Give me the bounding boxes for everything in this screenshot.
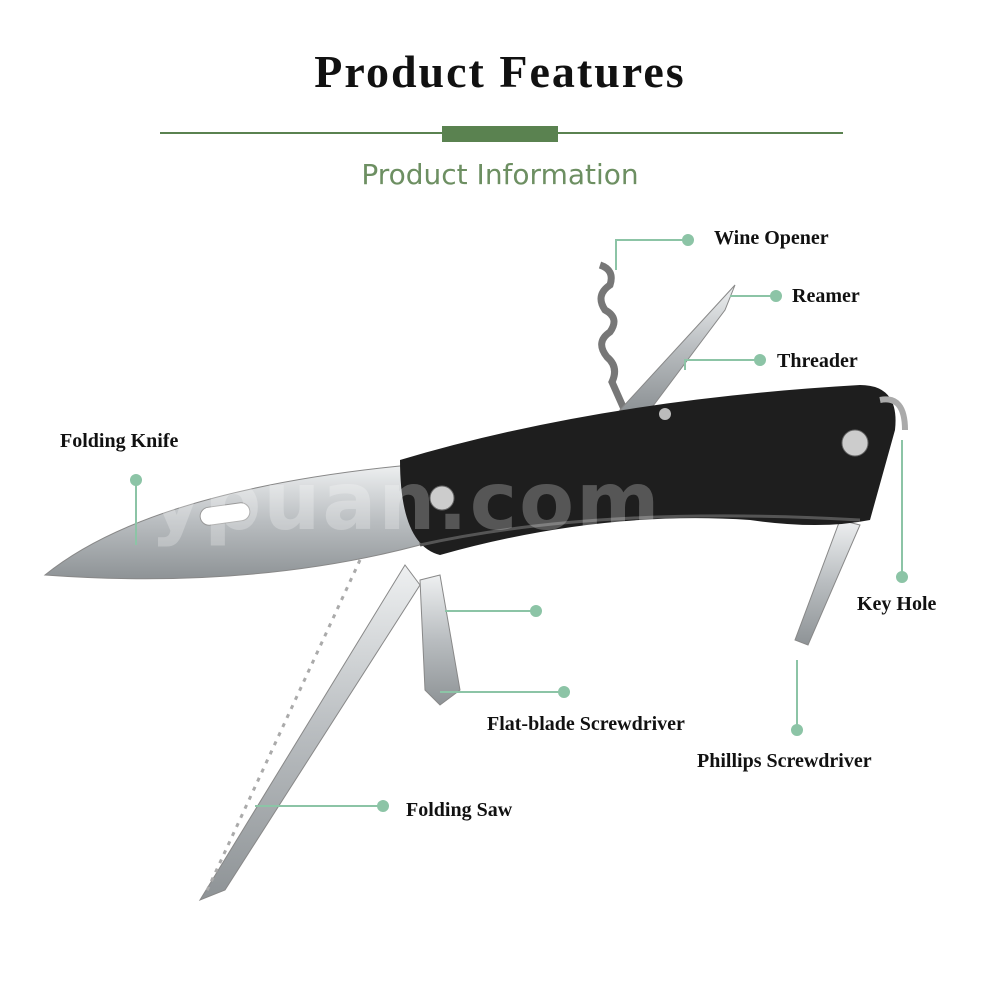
handle-pin <box>659 408 671 420</box>
leader-dot <box>682 234 694 246</box>
handle-edge <box>419 514 861 547</box>
leader-dot <box>791 724 803 736</box>
leader-dot <box>530 605 542 617</box>
leader-dot <box>754 354 766 366</box>
label-threader: Threader <box>777 350 858 372</box>
blade-thumb-hole <box>199 502 251 526</box>
flat-screwdriver <box>419 574 461 706</box>
phillips-screwdriver-tool <box>794 519 861 646</box>
key-ring <box>879 396 908 431</box>
pivot-screw-back <box>841 429 869 457</box>
label-flat-blade-screwdriver: Flat-blade Screwdriver <box>487 713 685 735</box>
divider-accent <box>442 126 558 142</box>
watermark: ypuan.com <box>150 455 662 548</box>
label-phillips-screwdriver: Phillips Screwdriver <box>697 750 872 772</box>
leader-dot <box>558 686 570 698</box>
leader-lines <box>130 234 908 812</box>
leader-dot <box>130 474 142 486</box>
leader-dot <box>377 800 389 812</box>
leader-dot <box>896 571 908 583</box>
knife-handle <box>400 385 896 555</box>
page-title: Product Features <box>314 46 686 97</box>
corkscrew <box>597 261 636 429</box>
label-key-hole: Key Hole <box>857 593 937 615</box>
reamer-blade <box>618 284 736 411</box>
leader-threader <box>684 359 760 370</box>
saw-teeth <box>203 559 362 896</box>
leader-dot <box>770 290 782 302</box>
label-folding-saw: Folding Saw <box>406 799 513 821</box>
page-subtitle: Product Information <box>361 158 639 191</box>
label-wine-opener: Wine Opener <box>714 227 829 249</box>
pivot-screw-front <box>429 485 455 511</box>
saw-blade <box>198 564 421 902</box>
leader-wine-opener <box>615 239 688 270</box>
label-reamer: Reamer <box>792 285 860 307</box>
label-folding-knife: Folding Knife <box>60 430 179 452</box>
